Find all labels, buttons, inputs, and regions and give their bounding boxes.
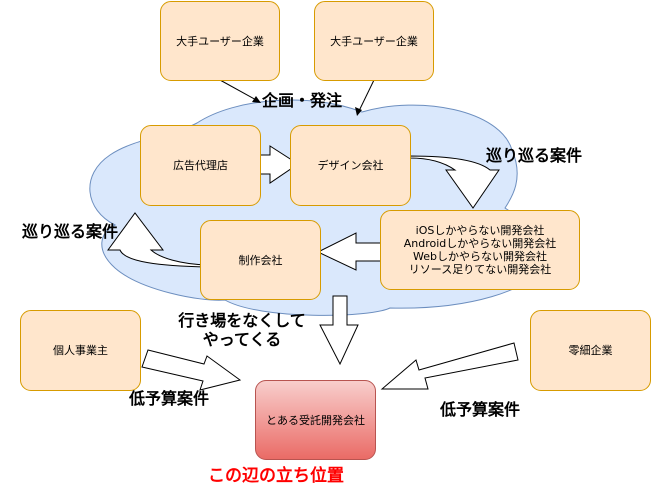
node-small-business: 零細企業 (530, 310, 651, 391)
block-arrow-proprietor-to-contract (141, 349, 242, 391)
dev-company-short-resource: リソース足りてない開発会社 (408, 263, 552, 276)
node-design-company: デザイン会社 (290, 125, 411, 206)
node-dev-companies: iOSしかやらない開発会社 Androidしかやらない開発会社 Webしかやらな… (380, 210, 580, 290)
label-circulating-right: 巡り巡る案件 (486, 146, 583, 165)
node-big-user-2: 大手ユーザー企業 (314, 1, 434, 81)
dev-company-ios: iOSしかやらない開発会社 (415, 224, 545, 237)
curved-arrow-design-to-dev (409, 155, 500, 209)
block-arrow-dev-to-production (316, 232, 385, 271)
label-nowhere-to-go-line2: やってくる (202, 330, 282, 349)
curved-arrow-production-circulating (107, 212, 208, 268)
label-nowhere-to-go: 行き場をなくして やってくる (166, 311, 318, 349)
label-position-note: この辺の立ち位置 (208, 466, 344, 486)
node-design-company-label: デザイン会社 (317, 159, 384, 172)
block-arrow-smallbiz-to-contract (380, 342, 519, 390)
node-big-user-2-label: 大手ユーザー企業 (330, 34, 418, 48)
node-big-user-1: 大手ユーザー企業 (160, 1, 280, 81)
node-sole-proprietor-label: 個人事業主 (53, 344, 108, 357)
node-small-business-label: 零細企業 (568, 344, 613, 357)
label-low-budget-left: 低予算案件 (129, 389, 210, 408)
arrowhead-user2 (355, 107, 362, 116)
label-nowhere-to-go-line1: 行き場をなくして (178, 311, 306, 330)
dev-company-web: Webしかやらない開発会社 (413, 250, 547, 263)
node-sole-proprietor: 個人事業主 (20, 310, 141, 391)
node-ad-agency-label: 広告代理店 (173, 159, 228, 172)
node-contract-dev-label: とある受託開発会社 (266, 413, 365, 427)
label-circulating-left: 巡り巡る案件 (22, 222, 119, 241)
block-arrow-down-to-contract (319, 295, 359, 366)
label-planning-order: 企画・発注 (262, 91, 343, 110)
arrow-user2-to-order (357, 79, 375, 114)
node-big-user-1-label: 大手ユーザー企業 (176, 34, 264, 48)
arrowhead-user1 (252, 96, 261, 103)
node-production-company: 制作会社 (200, 220, 321, 300)
node-ad-agency: 広告代理店 (140, 125, 261, 206)
label-low-budget-right: 低予算案件 (440, 400, 521, 419)
node-contract-dev: とある受託開発会社 (255, 380, 376, 460)
dev-company-android: Androidしかやらない開発会社 (403, 237, 557, 250)
node-production-company-label: 制作会社 (238, 253, 283, 267)
arrow-user1-to-order (219, 79, 259, 102)
